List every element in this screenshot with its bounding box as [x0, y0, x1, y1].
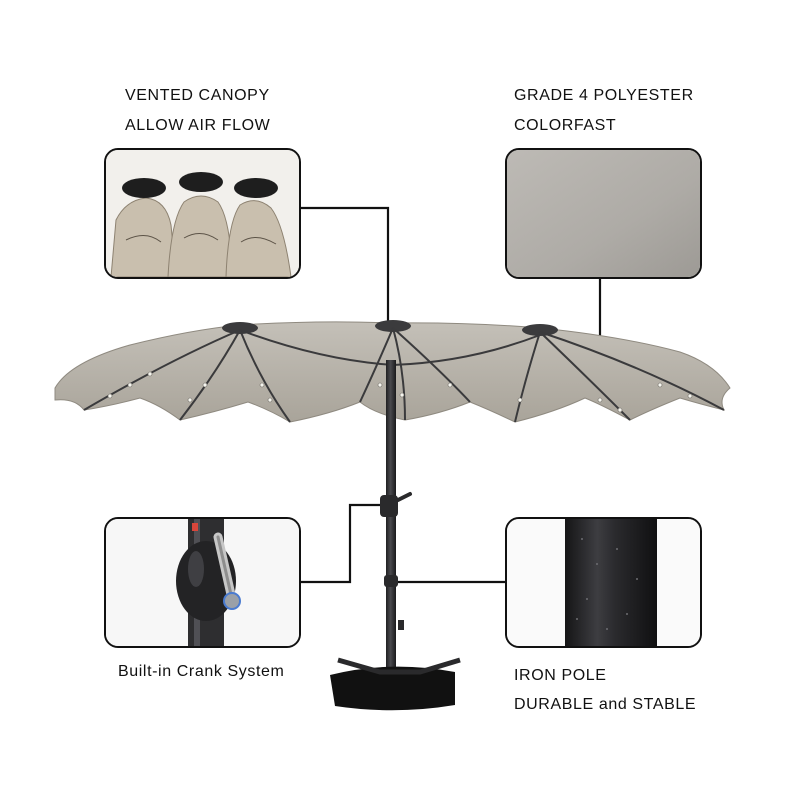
crank-handle-closeup-icon — [106, 519, 299, 646]
fabric-label-line2: COLORFAST — [514, 117, 617, 134]
crank-label: Built-in Crank System — [118, 663, 285, 680]
canopy-label-line1: VENTED CANOPY — [125, 87, 270, 104]
crank-system-callout — [104, 517, 301, 648]
pole-label-line1: IRON POLE — [514, 667, 607, 684]
canopy-label-line2: ALLOW AIR FLOW — [125, 117, 271, 134]
canopy-leader-line — [300, 206, 390, 325]
polyester-fabric-callout — [505, 148, 702, 279]
umbrella-pole — [380, 360, 412, 680]
polyester-fabric-closeup-icon — [507, 150, 700, 277]
vented-canopy-callout — [104, 148, 301, 279]
iron-pole-closeup-icon — [507, 519, 700, 646]
vented-canopy-closeup-icon — [106, 150, 299, 277]
iron-pole-callout — [505, 517, 702, 648]
fabric-label-line1: GRADE 4 POLYESTER — [514, 87, 694, 104]
pole-label-line2: DURABLE and STABLE — [514, 696, 697, 713]
crank-leader-line — [300, 503, 388, 584]
umbrella-base — [330, 657, 461, 711]
